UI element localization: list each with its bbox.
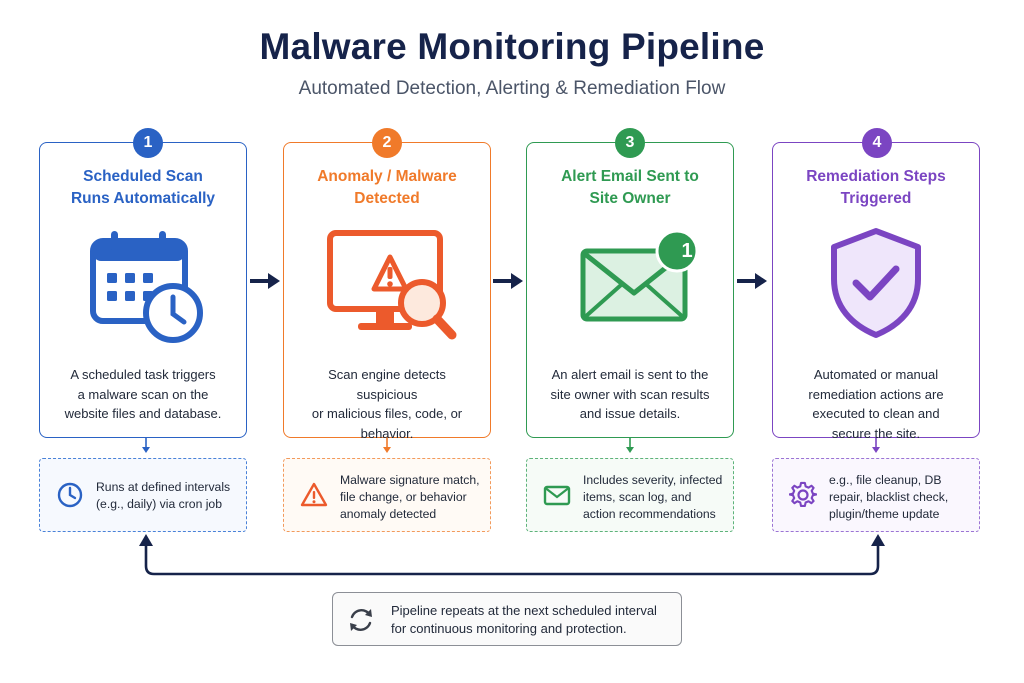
step-number-2: 2 (372, 128, 402, 158)
step-note-text-4: e.g., file cleanup, DB repair, blacklist… (829, 473, 949, 521)
step-card-1: Scheduled Scan Runs Automatically A sche… (39, 142, 247, 438)
flow-arrow-2-3 (493, 273, 523, 289)
step-title-1: Scheduled Scan Runs Automatically (70, 168, 216, 207)
step-number-3: 3 (615, 128, 645, 158)
step-note-4: e.g., file cleanup, DB repair, blacklist… (772, 458, 980, 532)
step-note-text-3: Includes severity, infected items, scan … (583, 473, 723, 521)
envelope-notification-icon: 1 (527, 227, 733, 345)
note-connector-2 (383, 438, 391, 453)
note-connector-4 (872, 438, 880, 453)
refresh-icon (350, 609, 372, 631)
flow-arrow-1-2 (250, 273, 280, 289)
note-connector-3 (626, 438, 634, 453)
shield-check-icon (773, 227, 979, 345)
step-card-3: Alert Email Sent to Site Owner 1 An aler… (526, 142, 734, 438)
step-card-2: Anomaly / Malware Detected Scan engine d… (283, 142, 491, 441)
gear-icon (789, 481, 817, 508)
monitor-warning-magnifier-icon (284, 227, 490, 345)
footer-text: Pipeline repeats at the next scheduled i… (391, 603, 657, 636)
step-description-4: Automated or manual remediation actions … (808, 367, 944, 441)
step-note-3: Includes severity, infected items, scan … (526, 458, 734, 532)
note-connector-1 (142, 438, 150, 453)
diagram-title: Malware Monitoring Pipeline (259, 26, 765, 67)
footer-note: Pipeline repeats at the next scheduled i… (332, 592, 682, 646)
step-note-2: Malware signature match, file change, or… (283, 458, 491, 532)
step-note-text-1: Runs at defined intervals (e.g., daily) … (96, 480, 231, 511)
step-note-1: Runs at defined intervals (e.g., daily) … (39, 458, 247, 532)
step-description-2: Scan engine detects suspicious or malici… (311, 367, 463, 441)
envelope-icon (543, 485, 571, 506)
notification-count: 1 (681, 240, 693, 262)
step-number-4: 4 (862, 128, 892, 158)
diagram-subtitle: Automated Detection, Alerting & Remediat… (298, 78, 726, 99)
warning-icon (300, 482, 328, 507)
step-title-4: Remediation Steps Triggered (806, 168, 946, 207)
step-card-4: Remediation Steps Triggered Automated or… (772, 142, 980, 441)
calendar-clock-icon (40, 227, 246, 345)
step-note-text-2: Malware signature match, file change, or… (340, 473, 480, 521)
flow-arrow-3-4 (737, 273, 767, 289)
step-title-3: Alert Email Sent to Site Owner (561, 168, 699, 207)
step-title-2: Anomaly / Malware Detected (317, 168, 457, 207)
clock-icon (57, 482, 83, 508)
step-number-1: 1 (133, 128, 163, 158)
step-description-3: An alert email is sent to the site owner… (550, 367, 710, 421)
step-description-1: A scheduled task triggers a malware scan… (64, 367, 222, 421)
